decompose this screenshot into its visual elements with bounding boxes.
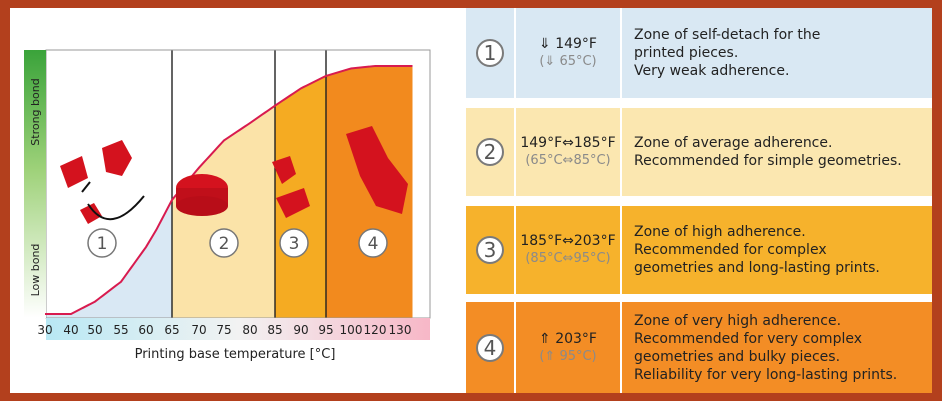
zone-marker-label: 4 <box>368 234 379 254</box>
x-tick-label: 80 <box>242 323 257 337</box>
x-tick-label: 120 <box>364 323 387 337</box>
printed-piece-icon <box>276 188 310 218</box>
zone-temp-cell: ⇑ 203°F (⇑ 95°C) <box>516 302 620 393</box>
temp-fahrenheit: 149°F⇔185°F <box>520 135 616 151</box>
zones-table: 1 ⇓ 149°F (⇓ 65°C) Zone of self-detach f… <box>466 8 932 393</box>
printed-complex-piece-icon <box>346 126 408 214</box>
zone-marker-circle <box>87 228 117 258</box>
description-line: Recommended for very complex <box>634 330 862 347</box>
temp-fahrenheit: ⇑ 203°F <box>539 330 597 347</box>
x-tick-label: 65 <box>164 323 179 337</box>
printed-gear-icon <box>176 196 228 216</box>
description-line: Recommended for complex <box>634 242 827 258</box>
zone-description: Zone of very high adherence. Recommended… <box>622 302 932 393</box>
description-line: Zone of average adherence. <box>634 135 833 151</box>
temp-celsius: (⇑ 95°C) <box>539 348 597 364</box>
zone-marker-circle <box>358 228 388 258</box>
zone-temp-cell: 185°F⇔203°F (85°C⇔95°C) <box>516 206 620 294</box>
x-tick-label: 60 <box>138 323 153 337</box>
temp-celsius: (85°C⇔95°C) <box>525 251 611 266</box>
detach-arrow-icon <box>87 195 145 221</box>
zone-2-area <box>172 105 275 319</box>
x-tick-label: 130 <box>389 323 412 337</box>
zone-row-2: 2 149°F⇔185°F (65°C⇔85°C) Zone of averag… <box>466 108 932 196</box>
printed-piece-icon <box>102 140 132 176</box>
description-line: Zone of high adherence. <box>634 224 806 240</box>
zone-row-1: 1 ⇓ 149°F (⇓ 65°C) Zone of self-detach f… <box>466 8 932 98</box>
description-line: Zone of self-detach for the <box>634 27 821 43</box>
printed-piece-icon <box>80 203 102 224</box>
x-axis-label: Printing base temperature [°C] <box>135 347 336 362</box>
zone-description: Zone of self-detach for the printed piec… <box>622 8 932 98</box>
zone-row-4: 4 ⇑ 203°F (⇑ 95°C) Zone of very high adh… <box>466 302 932 393</box>
temp-celsius: (⇓ 65°C) <box>539 54 597 69</box>
x-tick-label: 90 <box>293 323 308 337</box>
y-gradient-bar <box>24 50 46 318</box>
x-tick-label: 100 <box>340 323 363 337</box>
x-tick-label: 30 <box>37 323 52 337</box>
zone-number-cell: 2 <box>466 108 514 196</box>
zone-circle: 2 <box>476 138 504 166</box>
description-line: Zone of very high adherence. <box>634 312 842 329</box>
zone-circle: 1 <box>476 39 504 67</box>
zone-marker-label: 3 <box>289 234 300 254</box>
temp-fahrenheit: ⇓ 149°F <box>539 36 597 52</box>
printed-piece-icon <box>60 156 88 188</box>
zone-row-3: 3 185°F⇔203°F (85°C⇔95°C) Zone of high a… <box>466 206 932 294</box>
y-strong-label: Strong bond <box>29 78 42 145</box>
x-tick-label: 85 <box>267 323 282 337</box>
x-tick-label: 55 <box>113 323 128 337</box>
x-gradient-bar <box>46 318 430 340</box>
zone-circle: 4 <box>476 333 504 362</box>
zone-number-cell: 3 <box>466 206 514 294</box>
zone-number-cell: 4 <box>466 302 514 393</box>
bond-curve <box>45 65 413 315</box>
description-line: Recommended for simple geometries. <box>634 153 902 169</box>
x-tick-label: 50 <box>87 323 102 337</box>
x-tick-label: 75 <box>216 323 231 337</box>
y-low-label: Low bond <box>29 244 42 297</box>
zone-circle: 3 <box>476 236 504 264</box>
temp-fahrenheit: 185°F⇔203°F <box>520 233 616 249</box>
description-line: printed pieces. <box>634 45 739 61</box>
x-tick-label: 95 <box>318 323 333 337</box>
printed-piece-icon <box>272 156 296 184</box>
detach-arrow-icon <box>81 181 91 193</box>
zone-temp-cell: ⇓ 149°F (⇓ 65°C) <box>516 8 620 98</box>
x-tick-label: 70 <box>191 323 206 337</box>
zone-1-area <box>45 199 172 318</box>
zone-description: Zone of average adherence. Recommended f… <box>622 108 932 196</box>
zone-marker-circle <box>279 228 309 258</box>
zone-description: Zone of high adherence. Recommended for … <box>622 206 932 294</box>
zone-marker-label: 1 <box>97 234 108 254</box>
description-line: geometries and long-lasting prints. <box>634 260 880 276</box>
temp-celsius: (65°C⇔85°C) <box>525 153 611 168</box>
zone-marker-circle <box>209 228 239 258</box>
zone-marker-label: 2 <box>219 234 230 254</box>
x-tick-label: 40 <box>63 323 78 337</box>
zone-temp-cell: 149°F⇔185°F (65°C⇔85°C) <box>516 108 620 196</box>
description-line: Reliability for very long-lasting prints… <box>634 366 898 383</box>
description-line: geometries and bulky pieces. <box>634 348 841 365</box>
description-line: Very weak adherence. <box>634 63 790 79</box>
zone-number-cell: 1 <box>466 8 514 98</box>
